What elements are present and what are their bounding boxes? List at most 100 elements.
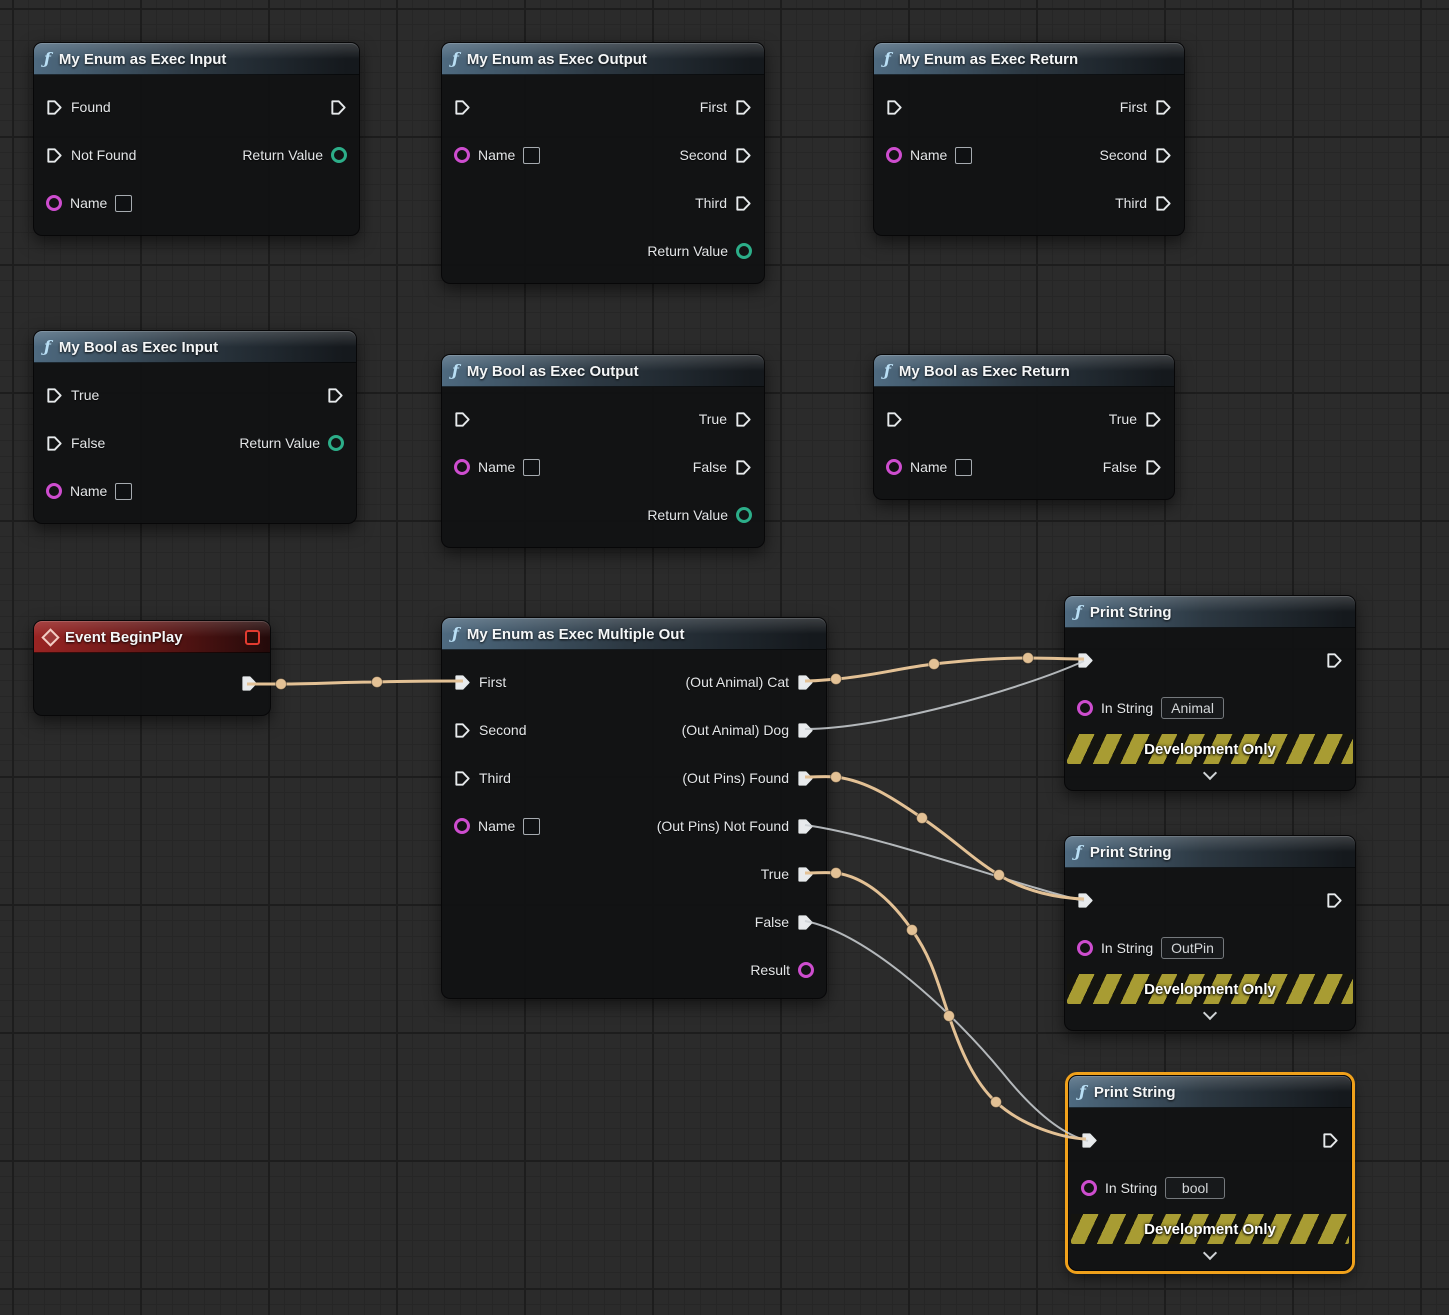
pin-label: First — [699, 99, 727, 115]
exec-out-pin[interactable] — [1155, 195, 1172, 212]
pin-label: False — [1102, 459, 1137, 475]
node-print-string-1[interactable]: ƒ Print String In String Animal Developm… — [1064, 595, 1356, 791]
node-enum-as-exec-input[interactable]: ƒ My Enum as Exec Input Found Not Found … — [33, 42, 360, 236]
exec-out-pin[interactable] — [797, 818, 814, 835]
name-pin[interactable] — [886, 459, 902, 475]
exec-out-pin[interactable] — [735, 147, 752, 164]
name-pin[interactable] — [46, 195, 62, 211]
exec-out-pin[interactable] — [1322, 1132, 1339, 1149]
chevron-down-icon[interactable] — [1202, 1245, 1218, 1261]
pin-label: First — [479, 674, 507, 690]
pin-label: Result — [750, 962, 790, 978]
exec-out-pin[interactable] — [1145, 459, 1162, 476]
exec-in-pin[interactable] — [886, 99, 903, 116]
name-default-value-box[interactable] — [523, 458, 541, 476]
name-default-value-box[interactable] — [523, 146, 541, 164]
result-pin[interactable] — [798, 962, 814, 978]
pin-label: Name — [910, 459, 948, 475]
node-enum-as-exec-multiple-out[interactable]: ƒ My Enum as Exec Multiple Out First (Ou… — [441, 617, 827, 999]
in-string-pin[interactable] — [1077, 700, 1093, 716]
pin-label: In String — [1101, 940, 1154, 956]
development-only-banner: Development Only — [1067, 974, 1353, 1004]
name-default-value-box[interactable] — [523, 817, 541, 835]
exec-in-pin[interactable] — [1077, 892, 1094, 909]
function-icon: ƒ — [1079, 1082, 1086, 1101]
exec-in-pin[interactable] — [454, 770, 471, 787]
exec-in-pin[interactable] — [46, 435, 63, 452]
in-string-value-field[interactable]: Animal — [1161, 697, 1224, 719]
exec-in-pin[interactable] — [886, 411, 903, 428]
pin-label: Name — [70, 483, 108, 499]
pin-label: First — [1119, 99, 1147, 115]
return-value-pin[interactable] — [736, 243, 752, 259]
name-pin[interactable] — [886, 147, 902, 163]
name-pin[interactable] — [454, 459, 470, 475]
exec-out-pin[interactable] — [1145, 411, 1162, 428]
function-icon: ƒ — [452, 49, 459, 68]
exec-in-pin[interactable] — [454, 722, 471, 739]
exec-in-pin[interactable] — [1077, 652, 1094, 669]
exec-out-pin[interactable] — [797, 770, 814, 787]
exec-out-pin[interactable] — [1155, 99, 1172, 116]
function-icon: ƒ — [1075, 842, 1082, 861]
node-print-string-2[interactable]: ƒ Print String In String OutPin Developm… — [1064, 835, 1356, 1031]
exec-out-pin[interactable] — [735, 195, 752, 212]
return-value-pin[interactable] — [331, 147, 347, 163]
exec-out-pin[interactable] — [1326, 652, 1343, 669]
pin-label: False — [692, 459, 727, 475]
exec-out-pin[interactable] — [797, 914, 814, 931]
exec-out-pin[interactable] — [797, 674, 814, 691]
exec-out-pin[interactable] — [797, 722, 814, 739]
name-pin[interactable] — [454, 818, 470, 834]
exec-in-pin[interactable] — [454, 674, 471, 691]
node-bool-as-exec-output[interactable]: ƒ My Bool as Exec Output True Name False — [441, 354, 765, 548]
node-enum-as-exec-output[interactable]: ƒ My Enum as Exec Output First Name Seco… — [441, 42, 765, 284]
name-default-value-box[interactable] — [955, 458, 973, 476]
exec-out-pin[interactable] — [797, 866, 814, 883]
return-value-pin[interactable] — [736, 507, 752, 523]
chevron-down-icon[interactable] — [1202, 765, 1218, 781]
exec-out-pin[interactable] — [241, 675, 258, 692]
pin-label: Return Value — [242, 147, 323, 163]
pin-label: Return Value — [239, 435, 320, 451]
in-string-pin[interactable] — [1077, 940, 1093, 956]
name-pin[interactable] — [454, 147, 470, 163]
node-header: ƒ My Enum as Exec Input — [34, 43, 359, 75]
exec-out-pin[interactable] — [735, 99, 752, 116]
exec-in-pin[interactable] — [46, 387, 63, 404]
node-event-beginplay[interactable]: Event BeginPlay — [33, 620, 271, 716]
name-default-value-box[interactable] — [955, 146, 973, 164]
exec-out-pin[interactable] — [327, 387, 344, 404]
name-pin[interactable] — [46, 483, 62, 499]
exec-in-pin[interactable] — [46, 99, 63, 116]
exec-out-pin[interactable] — [1326, 892, 1343, 909]
exec-in-pin[interactable] — [454, 411, 471, 428]
pin-label: Name — [478, 147, 516, 163]
chevron-down-icon[interactable] — [1202, 1005, 1218, 1021]
exec-out-pin[interactable] — [735, 459, 752, 476]
exec-in-pin[interactable] — [46, 147, 63, 164]
node-print-string-3[interactable]: ƒ Print String In String bool Developmen… — [1068, 1075, 1352, 1271]
pin-label: False — [71, 435, 106, 451]
development-only-banner: Development Only — [1067, 734, 1353, 764]
function-icon: ƒ — [44, 49, 51, 68]
node-bool-as-exec-return[interactable]: ƒ My Bool as Exec Return True Name False — [873, 354, 1175, 500]
exec-out-pin[interactable] — [330, 99, 347, 116]
name-default-value-box[interactable] — [115, 482, 133, 500]
in-string-value-field[interactable]: OutPin — [1161, 937, 1224, 959]
development-only-label: Development Only — [1144, 1220, 1276, 1238]
exec-out-pin[interactable] — [1155, 147, 1172, 164]
development-only-banner: Development Only — [1071, 1214, 1349, 1244]
return-value-pin[interactable] — [328, 435, 344, 451]
name-default-value-box[interactable] — [115, 194, 133, 212]
function-icon: ƒ — [452, 624, 459, 643]
exec-in-pin[interactable] — [1081, 1132, 1098, 1149]
node-enum-as-exec-return[interactable]: ƒ My Enum as Exec Return First Name Seco… — [873, 42, 1185, 236]
in-string-value-field[interactable]: bool — [1165, 1177, 1226, 1199]
exec-in-pin[interactable] — [454, 99, 471, 116]
node-header: ƒ My Enum as Exec Output — [442, 43, 764, 75]
exec-out-pin[interactable] — [735, 411, 752, 428]
node-bool-as-exec-input[interactable]: ƒ My Bool as Exec Input True False Retur… — [33, 330, 357, 524]
pin-label: (Out Animal) Cat — [685, 674, 789, 690]
in-string-pin[interactable] — [1081, 1180, 1097, 1196]
